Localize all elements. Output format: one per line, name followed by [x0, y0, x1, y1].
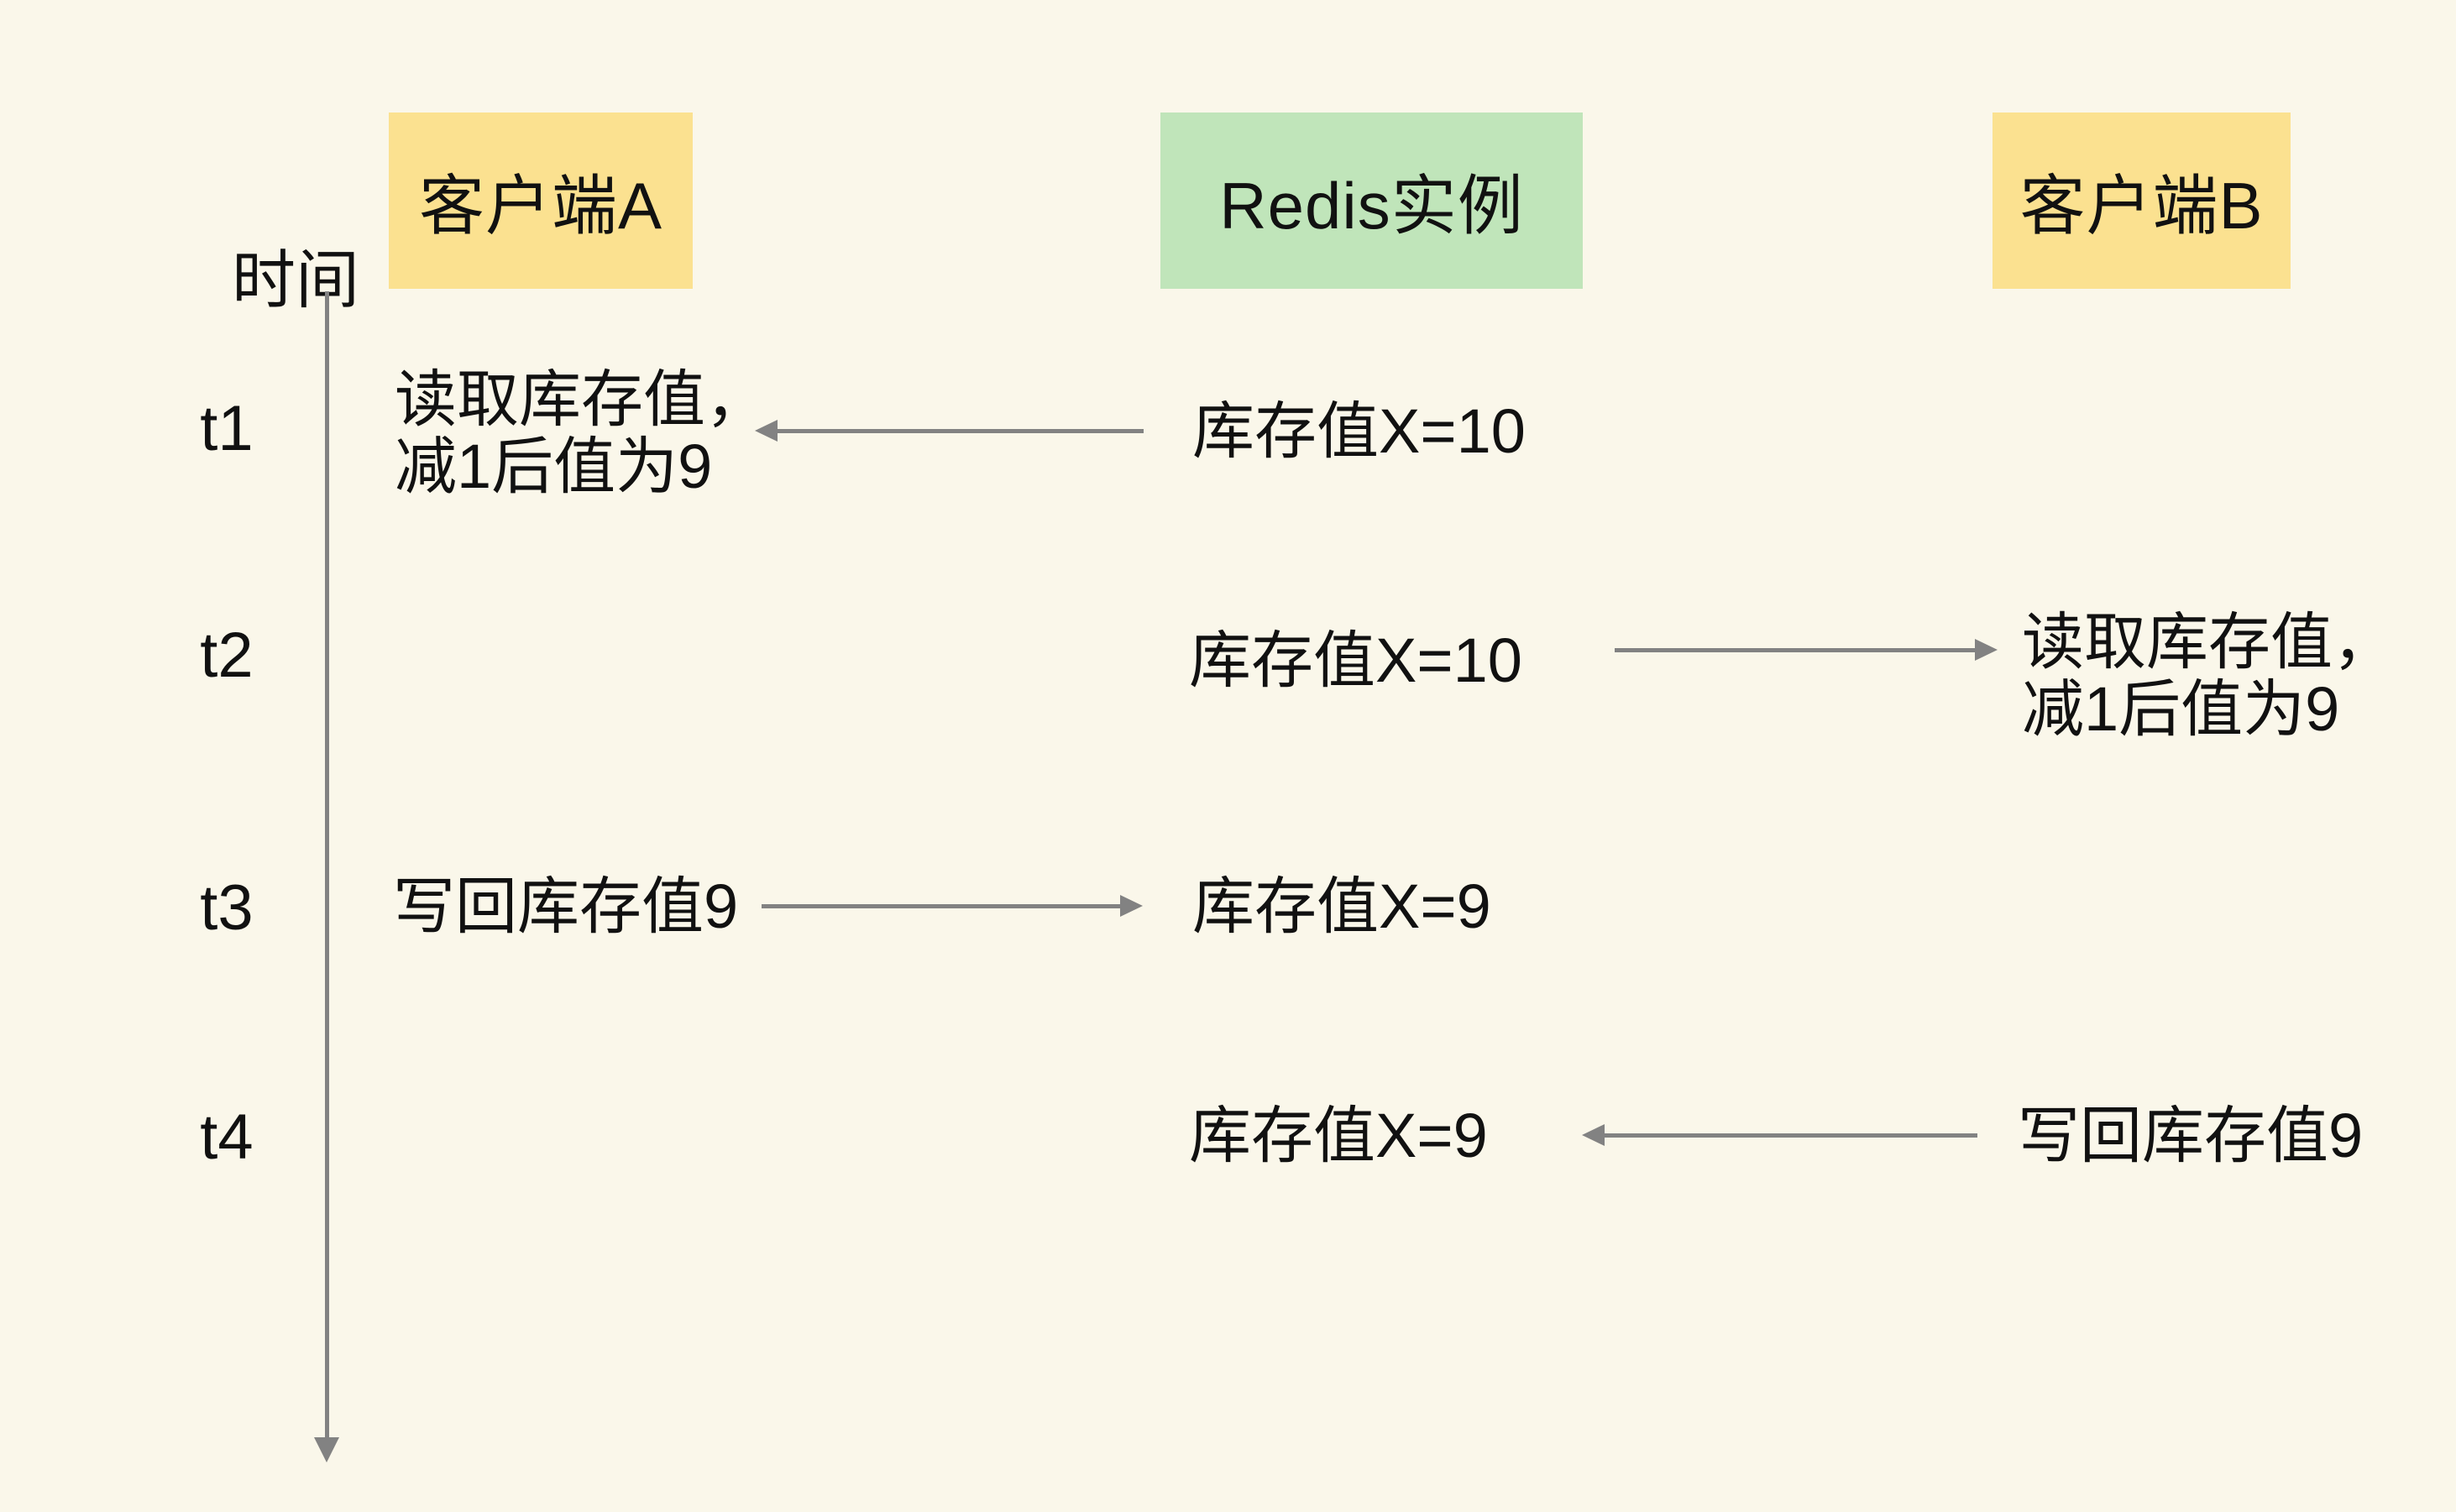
arrow-t1-redis-to-client-a [778, 429, 1144, 433]
event-t3-redis-state: 库存值X=9 [1192, 871, 1491, 941]
time-axis-label: 时间 [232, 245, 359, 317]
actor-box-client-b: 客户端B [1993, 112, 2291, 289]
tick-label-t3: t3 [200, 872, 254, 944]
tick-label-t2: t2 [200, 620, 254, 691]
arrow-t4-client-b-to-redis [1605, 1133, 1977, 1138]
tick-label-t4: t4 [200, 1101, 254, 1173]
arrow-t2-redis-to-client-b [1615, 648, 1976, 652]
arrowhead-right-icon [1975, 639, 1998, 661]
arrow-t3-client-a-to-redis [762, 904, 1121, 908]
arrow-down-icon [314, 1437, 339, 1462]
arrowhead-right-icon [1120, 895, 1143, 917]
event-t3-client-a-text: 写回库存值9 [393, 871, 739, 941]
actor-label-client-b: 客户端B [2019, 169, 2264, 243]
tick-label-t1: t1 [200, 393, 254, 464]
arrowhead-left-icon [1582, 1124, 1605, 1146]
event-t2-client-b-text: 读取库存值， 减1后值为9 [2022, 607, 2395, 744]
actor-box-client-a: 客户端A [389, 112, 693, 289]
arrowhead-left-icon [755, 420, 778, 442]
event-t1-redis-state: 库存值X=10 [1192, 396, 1526, 466]
time-axis-line [325, 291, 329, 1437]
event-t1-client-a-text: 读取库存值， 减1后值为9 [395, 364, 767, 501]
event-t4-client-b-text: 写回库存值9 [2018, 1101, 2364, 1170]
event-t4-redis-state: 库存值X=9 [1189, 1101, 1488, 1170]
actor-label-client-a: 客户端A [418, 169, 663, 243]
actor-box-redis: Redis实例 [1160, 112, 1583, 289]
actor-label-redis: Redis实例 [1219, 169, 1524, 243]
event-t2-redis-state: 库存值X=10 [1189, 625, 1522, 695]
